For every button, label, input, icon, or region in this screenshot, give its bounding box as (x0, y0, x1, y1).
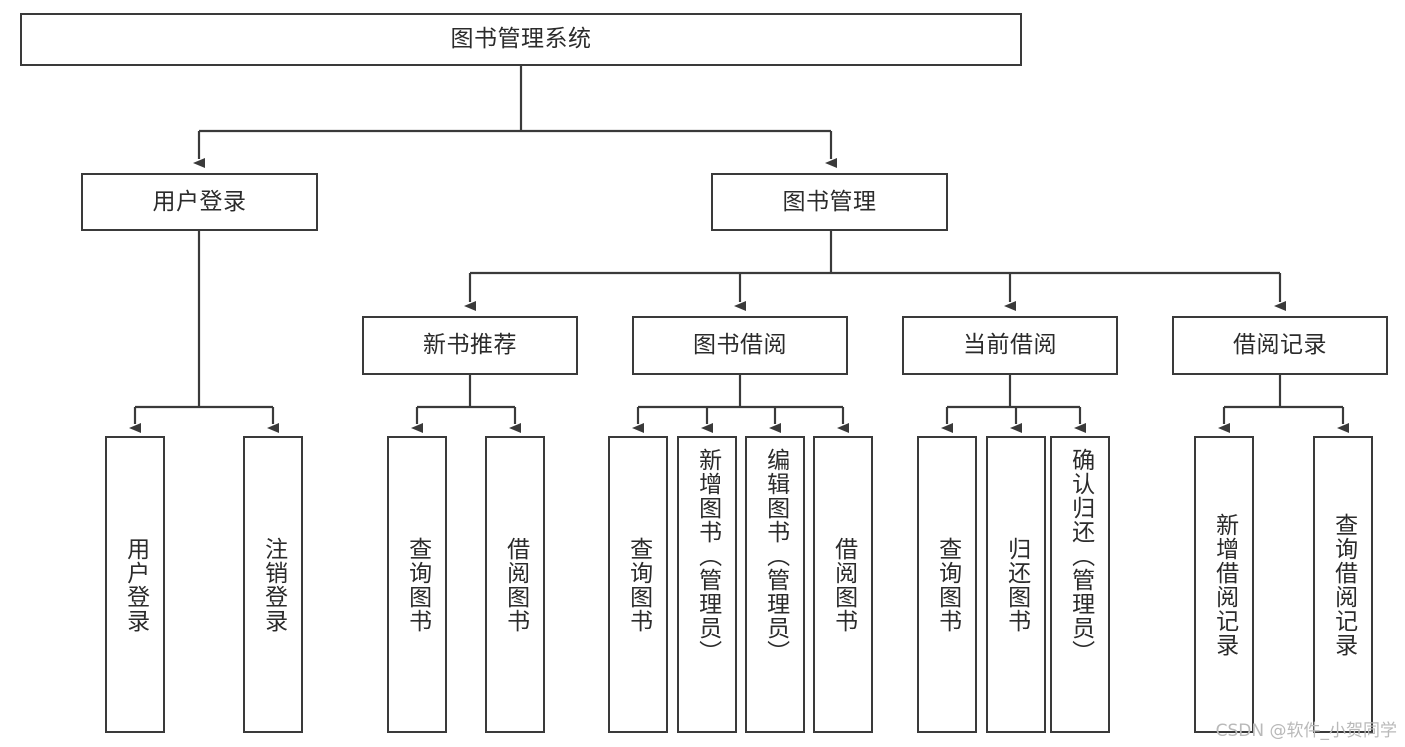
node-label: 查询图书 (625, 536, 652, 633)
node-label: 新增借阅记录 (1211, 512, 1238, 657)
node-new-book-recommend[interactable]: 新书推荐 (362, 316, 578, 375)
node-label: 新增图书（管理员） (694, 448, 721, 664)
node-current-borrow[interactable]: 当前借阅 (902, 316, 1118, 375)
node-book-management[interactable]: 图书管理 (711, 173, 948, 231)
node-label: 用户登录 (122, 536, 149, 633)
node-label: 用户登录 (152, 188, 247, 215)
node-label: 图书管理系统 (450, 26, 592, 53)
leaf-current-confirm-return-admin[interactable]: 确认归还（管理员） (1050, 436, 1110, 733)
leaf-borrow-edit-book-admin[interactable]: 编辑图书（管理员） (745, 436, 805, 733)
node-book-borrow[interactable]: 图书借阅 (632, 316, 848, 375)
leaf-record-query-record[interactable]: 查询借阅记录 (1313, 436, 1373, 733)
leaf-borrow-add-book-admin[interactable]: 新增图书（管理员） (677, 436, 737, 733)
leaf-current-return-book[interactable]: 归还图书 (986, 436, 1046, 733)
leaf-recommend-borrow-book[interactable]: 借阅图书 (485, 436, 545, 733)
leaf-borrow-borrow-book[interactable]: 借阅图书 (813, 436, 873, 733)
node-label: 查询图书 (934, 536, 961, 633)
node-label: 借阅图书 (502, 536, 529, 633)
node-label: 借阅图书 (830, 536, 857, 633)
node-label: 图书借阅 (693, 332, 787, 359)
leaf-record-add-record[interactable]: 新增借阅记录 (1194, 436, 1254, 733)
node-label: 图书管理 (782, 188, 877, 215)
node-label: 查询借阅记录 (1330, 512, 1357, 657)
leaf-recommend-query-book[interactable]: 查询图书 (387, 436, 447, 733)
node-label: 注销登录 (260, 536, 287, 633)
node-borrow-record[interactable]: 借阅记录 (1172, 316, 1388, 375)
csdn-watermark: CSDN @软件_小贺同学 (1215, 721, 1397, 741)
node-label: 查询图书 (404, 536, 431, 633)
leaf-user-login-logout[interactable]: 注销登录 (243, 436, 303, 733)
leaf-user-login-login[interactable]: 用户登录 (105, 436, 165, 733)
node-label: 编辑图书（管理员） (762, 448, 789, 664)
node-label: 新书推荐 (423, 332, 517, 359)
node-user-login[interactable]: 用户登录 (81, 173, 318, 231)
node-root-system[interactable]: 图书管理系统 (20, 13, 1022, 66)
node-label: 借阅记录 (1233, 332, 1327, 359)
leaf-current-query-book[interactable]: 查询图书 (917, 436, 977, 733)
node-label: 当前借阅 (963, 332, 1057, 359)
node-label: 确认归还（管理员） (1067, 448, 1094, 664)
node-label: 归还图书 (1003, 536, 1030, 633)
leaf-borrow-query-book[interactable]: 查询图书 (608, 436, 668, 733)
